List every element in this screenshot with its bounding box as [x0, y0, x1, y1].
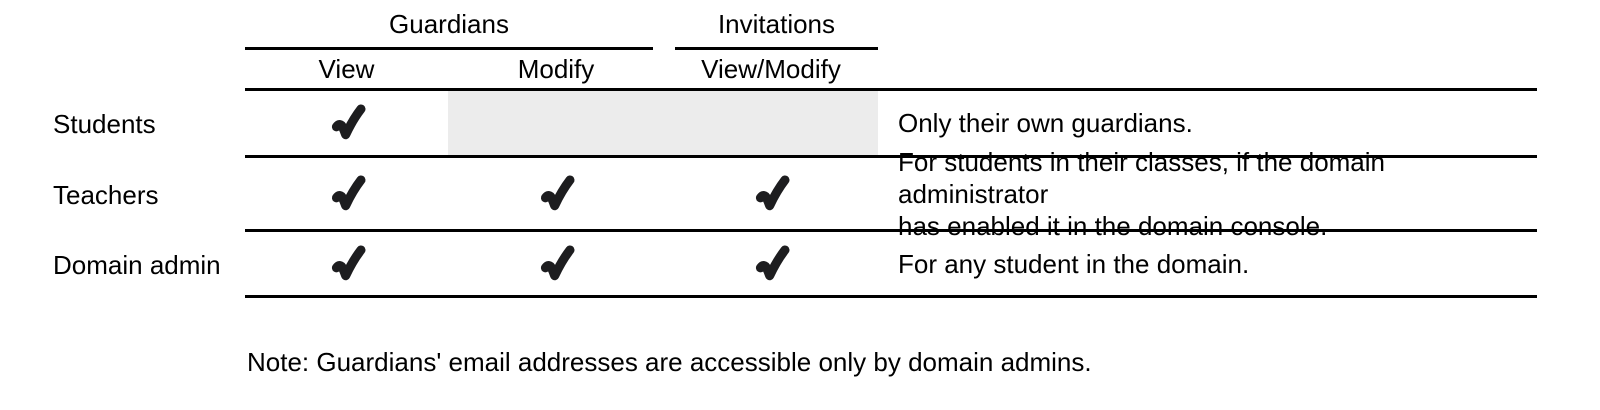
cell-students-guardians-view: [245, 91, 448, 158]
cell-domain-admin-guardians-view: [245, 232, 448, 298]
row-label-teachers: Teachers: [53, 179, 159, 210]
cell-teachers-invitations: [664, 158, 878, 232]
group-row-spacer: [878, 0, 1537, 50]
cell-domain-admin-invitations: [664, 232, 878, 298]
row-label-domain-admin: Domain admin: [53, 249, 221, 280]
checkmark-icon: [325, 172, 369, 216]
checkmark-icon: [325, 242, 369, 286]
column-header-modify-label: Modify: [517, 53, 595, 84]
cell-students-guardians-modify: [448, 91, 664, 158]
column-group-guardians: Guardians: [245, 0, 653, 50]
note-teachers: For students in their classes, if the do…: [878, 147, 1537, 241]
note-students: Only their own guardians.: [878, 91, 1537, 158]
notes-column-header: [878, 50, 1537, 91]
column-header-view-modify-label: View/Modify: [701, 53, 841, 84]
note-domain-admin: For any student in the domain.: [878, 232, 1537, 298]
subheader-spacer: [0, 50, 245, 91]
permissions-table: Guardians Invitations View Modify View/M…: [0, 0, 1537, 298]
checkmark-icon: [325, 101, 369, 145]
corner-spacer: [0, 0, 245, 50]
checkmark-icon: [749, 242, 793, 286]
note-students-line1: Only their own guardians.: [898, 108, 1193, 138]
checkmark-icon: [534, 172, 578, 216]
checkmark-icon: [534, 242, 578, 286]
note-teachers-line1: For students in their classes, if the do…: [898, 146, 1386, 209]
column-header-view-modify: View/Modify: [664, 50, 878, 91]
column-group-invitations-label: Invitations: [717, 9, 836, 39]
column-group-guardians-label: Guardians: [389, 9, 509, 39]
column-header-modify: Modify: [448, 50, 664, 91]
checkmark-icon: [749, 172, 793, 216]
column-header-view: View: [245, 50, 448, 91]
note-domain-admin-line1: For any student in the domain.: [898, 248, 1250, 279]
cell-students-invitations: [664, 91, 878, 158]
cell-teachers-guardians-view: [245, 158, 448, 232]
cell-domain-admin-guardians-modify: [448, 232, 664, 298]
column-group-invitations: Invitations: [675, 0, 878, 50]
cell-teachers-guardians-modify: [448, 158, 664, 232]
footnote: Note: Guardians' email addresses are acc…: [247, 347, 1092, 377]
row-label-students: Students: [53, 109, 156, 139]
note-teachers-line2: has enabled it in the domain console.: [898, 210, 1328, 241]
column-header-view-label: View: [318, 53, 375, 84]
